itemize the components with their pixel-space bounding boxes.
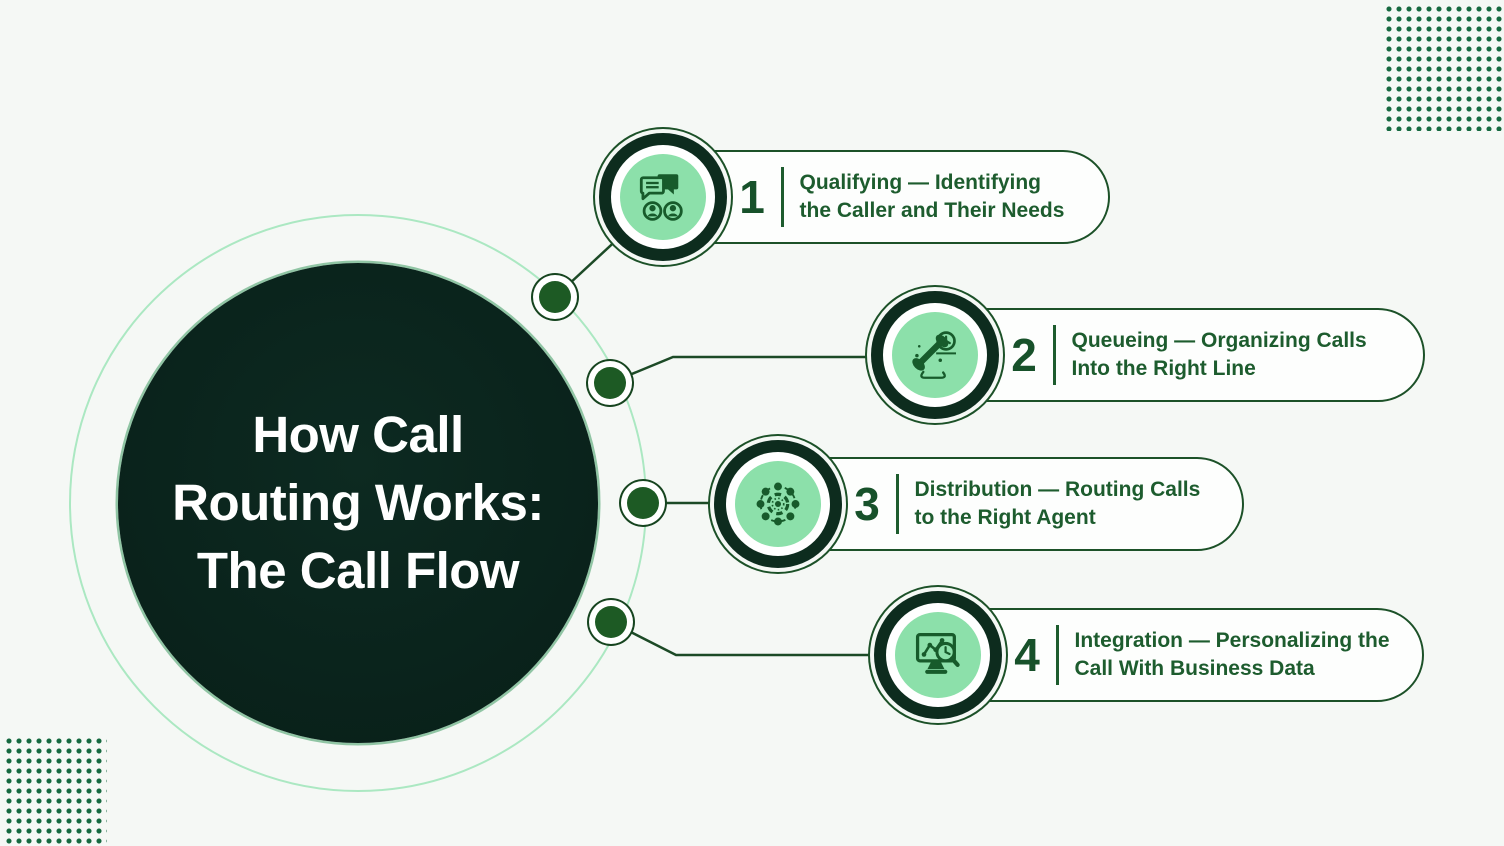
step-label-line: Call With Business Data	[1074, 657, 1315, 680]
dot-grid-top-right	[1384, 4, 1504, 131]
step-label-line: Qualifying — Identifying	[799, 171, 1042, 194]
step-number: 4	[1014, 629, 1040, 681]
main-title-circle: How Call Routing Works: The Call Flow	[118, 263, 598, 743]
step-number: 1	[739, 171, 765, 223]
distribution-network-icon	[756, 482, 800, 526]
step-label-line: Integration — Personalizing the	[1074, 629, 1390, 652]
step-label-line: Into the Right Line	[1071, 357, 1256, 380]
connector-node-dot	[539, 281, 571, 313]
step-4-pill: 4 Integration — Personalizing the Call W…	[938, 608, 1424, 702]
step-label: Qualifying — Identifying the Caller and …	[800, 169, 1065, 225]
connector-node-dot	[627, 487, 659, 519]
step-4-icon-circle	[895, 612, 981, 698]
monitor-analytics-icon	[915, 632, 960, 674]
main-title-line: How Call	[252, 406, 464, 463]
step-3-pill: 3 Distribution — Routing Calls to the Ri…	[778, 457, 1244, 551]
pill-divider	[1056, 625, 1059, 685]
phone-clock-icon	[912, 331, 956, 379]
step-3-icon-circle	[735, 461, 821, 547]
step-1-pill: 1 Qualifying — Identifying the Caller an…	[663, 150, 1110, 244]
step-label-line: to the Right Agent	[914, 506, 1096, 529]
pill-divider	[1053, 325, 1056, 385]
connector-line-4	[610, 620, 938, 657]
step-2-pill: 2 Queueing — Organizing Calls Into the R…	[935, 308, 1425, 402]
step-label: Distribution — Routing Calls to the Righ…	[915, 476, 1201, 532]
step-number: 2	[1011, 329, 1037, 381]
step-label-line: Distribution — Routing Calls	[914, 478, 1201, 501]
step-label: Integration — Personalizing the Call Wit…	[1075, 627, 1390, 683]
step-1-icon-circle	[620, 154, 706, 240]
step-2-icon-circle	[892, 312, 978, 398]
step-label: Queueing — Organizing Calls Into the Rig…	[1072, 327, 1367, 383]
step-label-line: Queueing — Organizing Calls	[1071, 329, 1367, 352]
step-label-line: the Caller and Their Needs	[799, 199, 1065, 222]
connector-node-dot	[595, 606, 627, 638]
dot-grid-bottom-left	[4, 736, 107, 846]
main-title-line: The Call Flow	[196, 542, 520, 599]
connector-node-dot	[594, 367, 626, 399]
chat-users-icon	[639, 174, 683, 221]
pill-divider	[781, 167, 784, 227]
connector-line-2	[609, 355, 935, 385]
pill-divider	[896, 474, 899, 534]
step-number: 3	[854, 478, 880, 530]
main-title-line: Routing Works:	[172, 474, 544, 531]
